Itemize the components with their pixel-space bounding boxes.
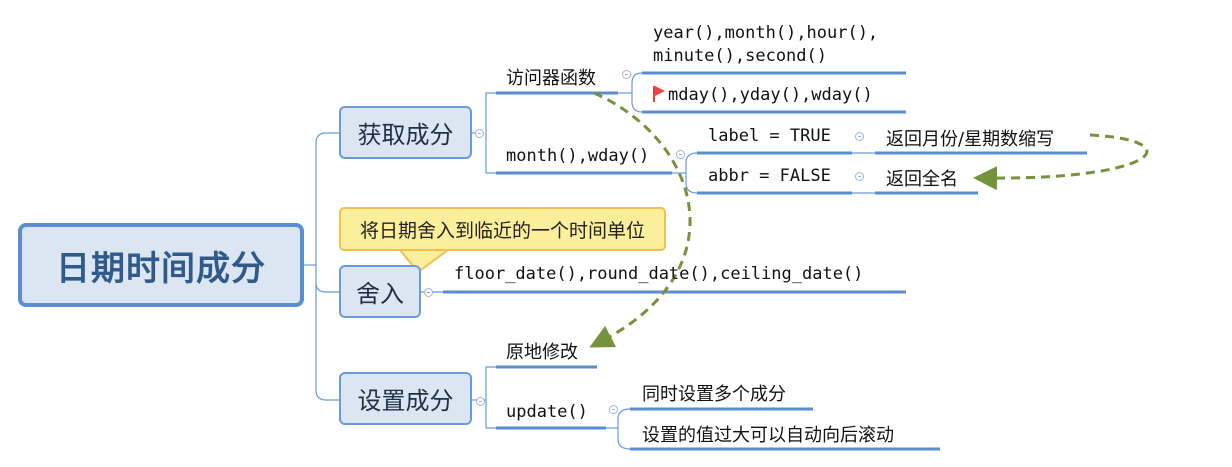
subtopic-mday-yday-wday[interactable]: mday(),yday(),wday(): [653, 85, 873, 105]
topic-label: 设置成分: [357, 387, 454, 415]
subtopic-accessor-list-line1[interactable]: year(),month(),hour(),: [653, 23, 879, 43]
subtopic-return-abbrev[interactable]: 返回月份/星期数缩写: [886, 129, 1055, 150]
topic-rounding[interactable]: 舍入: [339, 265, 421, 318]
branch-underlines: [443, 71, 1087, 451]
topic-label: 舍入: [356, 280, 404, 308]
subtopic-month-wday[interactable]: month(),wday(): [506, 146, 650, 166]
subtopic-accessor-functions[interactable]: 访问器函数: [506, 68, 596, 89]
collapse-toggle-icon[interactable]: [609, 405, 618, 414]
subtopic-update[interactable]: update(): [506, 402, 588, 422]
red-flag-icon: [653, 86, 665, 102]
root-topic-label: 日期时间成分: [56, 248, 266, 289]
subtopic-label-true[interactable]: label = TRUE: [708, 126, 831, 146]
callout-note[interactable]: 将日期舍入到临近的一个时间单位: [339, 207, 666, 251]
collapse-toggle-icon[interactable]: [676, 150, 685, 159]
subtopic-rollover[interactable]: 设置的值过大可以自动向后滚动: [642, 425, 894, 446]
topic-set-components[interactable]: 设置成分: [339, 372, 472, 425]
subtopic-return-fullname[interactable]: 返回全名: [886, 169, 958, 190]
subtopic-set-multiple[interactable]: 同时设置多个成分: [642, 384, 786, 405]
collapse-toggle-icon[interactable]: [622, 70, 631, 79]
callout-text: 将日期舍入到临近的一个时间单位: [359, 219, 645, 242]
relationship-arrow-accessor-to-inplace[interactable]: [589, 91, 692, 348]
relationship-arrow-abbr-to-full[interactable]: [973, 133, 1149, 191]
subtopic-accessor-list-line2[interactable]: minute(),second(): [653, 46, 827, 66]
collapse-toggle-icon[interactable]: [855, 132, 864, 141]
topic-label: 获取成分: [357, 121, 454, 149]
collapse-toggle-icon[interactable]: [475, 129, 484, 138]
subtopic-abbr-false[interactable]: abbr = FALSE: [708, 166, 831, 186]
topic-get-components[interactable]: 获取成分: [339, 106, 472, 159]
collapse-toggle-icon[interactable]: [424, 288, 433, 297]
subtopic-label: mday(),yday(),wday(): [668, 85, 873, 105]
root-connectors: [304, 132, 339, 401]
subtopic-rounding-functions[interactable]: floor_date(),round_date(),ceiling_date(): [454, 264, 864, 284]
collapse-toggle-icon[interactable]: [855, 172, 864, 181]
subtopic-in-place-modify[interactable]: 原地修改: [506, 342, 578, 363]
collapse-toggle-icon[interactable]: [476, 397, 485, 406]
root-topic[interactable]: 日期时间成分: [18, 223, 304, 307]
